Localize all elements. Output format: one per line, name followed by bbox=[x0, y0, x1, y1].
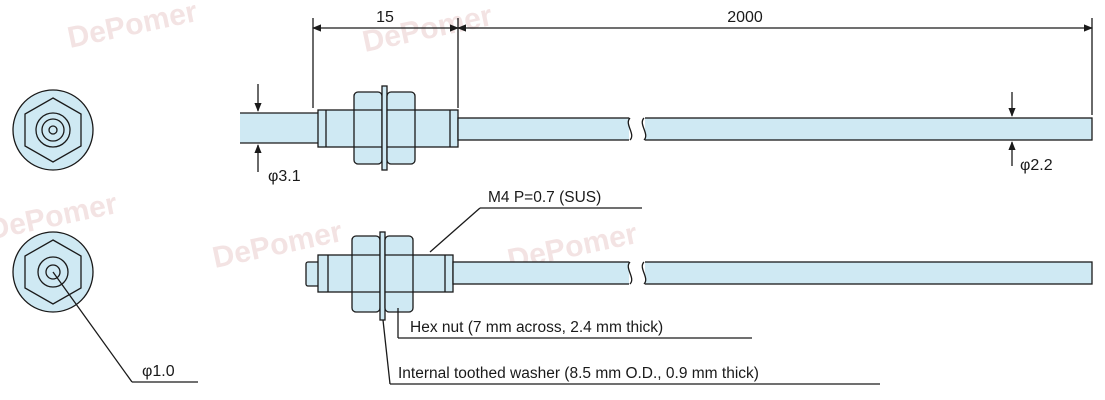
cable-segment bbox=[643, 117, 1093, 141]
hex-nut bbox=[353, 91, 383, 165]
washer-callout: Internal toothed washer (8.5 mm O.D., 0.… bbox=[382, 319, 880, 385]
fiber-diameter-leader bbox=[52, 271, 133, 383]
washer-leader bbox=[382, 319, 391, 385]
dim-tube-diameter: φ3.1 bbox=[254, 84, 301, 185]
cable-segment bbox=[643, 261, 1093, 285]
fiber-diameter-label: φ1.0 bbox=[142, 363, 175, 380]
hex-nut bbox=[386, 91, 416, 165]
washer bbox=[381, 85, 388, 171]
tube-diameter-label: φ3.1 bbox=[268, 168, 301, 185]
watermark-logo: DePomer bbox=[65, 0, 201, 55]
dim-head-length: 15 bbox=[312, 9, 459, 108]
end-view-core bbox=[48, 125, 58, 135]
hex-nut bbox=[351, 235, 381, 313]
washer-label: Internal toothed washer (8.5 mm O.D., 0.… bbox=[398, 365, 759, 382]
cable-segment bbox=[452, 261, 631, 285]
cable-diameter-label: φ2.2 bbox=[1020, 157, 1053, 174]
thread-label: M4 P=0.7 (SUS) bbox=[488, 189, 601, 206]
thread-leader bbox=[429, 207, 481, 253]
hex-nut-label: Hex nut (7 mm across, 2.4 mm thick) bbox=[410, 319, 663, 336]
end-view-top bbox=[12, 89, 94, 171]
tube-fill bbox=[240, 113, 318, 143]
thread-callout: M4 P=0.7 (SUS) bbox=[429, 189, 642, 253]
dim-cable-diameter: φ2.2 bbox=[1008, 92, 1053, 174]
side-view-bottom bbox=[305, 231, 1093, 321]
head-length-label: 15 bbox=[376, 9, 394, 26]
hex-nut bbox=[384, 235, 414, 313]
cable-length-label: 2000 bbox=[727, 9, 763, 26]
side-view-top bbox=[240, 85, 1093, 171]
end-view-bottom: φ1.0 bbox=[12, 231, 198, 383]
dim-cable-length: 2000 bbox=[457, 9, 1093, 115]
washer bbox=[379, 231, 386, 321]
hex-nut-callout: Hex nut (7 mm across, 2.4 mm thick) bbox=[397, 308, 752, 339]
cable-segment bbox=[457, 117, 631, 141]
